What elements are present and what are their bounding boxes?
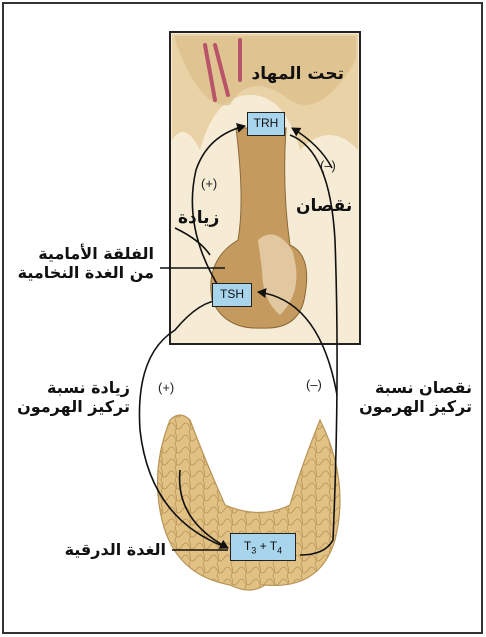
decrease-concentration-line2: تركيز الهرمون — [359, 397, 472, 416]
t3-t4-box: T3 + T4 — [230, 533, 296, 561]
plus-sign-bottom: (+) — [158, 380, 174, 395]
thyroid-label: الغدة الدرقية — [65, 540, 166, 559]
decrease-concentration-line1: نقصان نسبة — [359, 378, 472, 397]
tsh-label: TSH — [220, 287, 244, 301]
trh-box: TRH — [247, 112, 285, 136]
decrease-top-label: نقصان — [296, 196, 352, 216]
anterior-pituitary-line1: الفلقة الأمامية — [18, 244, 154, 263]
increase-concentration-line2: تركيز الهرمون — [17, 397, 130, 416]
anterior-pituitary-label: الفلقة الأمامية من الغدة النخامية — [18, 244, 154, 282]
increase-concentration-line1: زيادة نسبة — [17, 378, 130, 397]
hypothalamus-label: تحت المهاد — [252, 64, 345, 84]
trh-label: TRH — [254, 116, 279, 130]
t4-subscript: 4 — [277, 545, 282, 555]
increase-top-label: زيادة — [178, 208, 219, 228]
minus-sign-bottom: (–) — [306, 377, 322, 392]
tsh-box: TSH — [212, 283, 252, 307]
plus-sign-top: (+) — [201, 176, 217, 191]
decrease-concentration-label: نقصان نسبة تركيز الهرمون — [359, 378, 472, 416]
minus-sign-top: (–) — [320, 158, 336, 173]
anterior-pituitary-line2: من الغدة النخامية — [18, 263, 154, 282]
increase-concentration-label: زيادة نسبة تركيز الهرمون — [17, 378, 130, 416]
t4-label: T — [270, 539, 277, 553]
thyroid-illustration — [158, 415, 341, 590]
plus-sign: + — [256, 539, 269, 553]
